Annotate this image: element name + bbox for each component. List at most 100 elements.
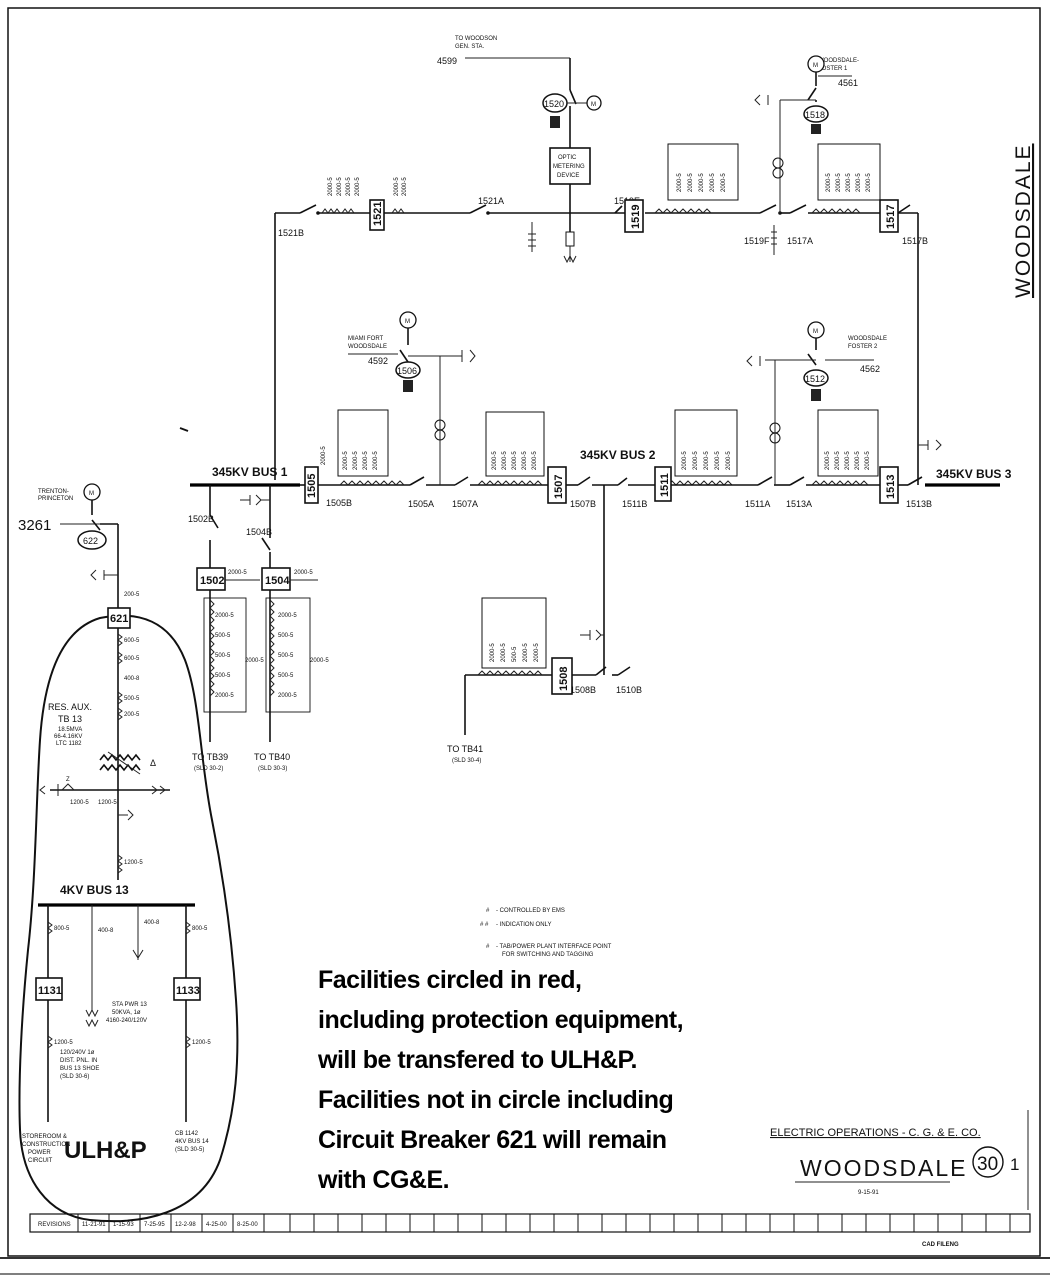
- svg-text:2000-5: 2000-5: [710, 173, 716, 192]
- breaker-1507: 1507: [547, 466, 567, 504]
- svg-text:2000-5: 2000-5: [343, 451, 349, 470]
- svg-text:FOR SWITCHING AND TAGGING: FOR SWITCHING AND TAGGING: [502, 952, 594, 958]
- svg-text:2000-5: 2000-5: [278, 613, 297, 619]
- svg-text:FOSTER 1: FOSTER 1: [818, 66, 848, 72]
- svg-text:(SLD 30-2): (SLD 30-2): [194, 766, 223, 772]
- feeder-sta-pwr: 400-8 STA PWR 13 50KVA, 1ø 4160-240/120V…: [60, 905, 148, 1080]
- svg-text:STOREROOM &: STOREROOM &: [22, 1134, 67, 1140]
- line-4561: WOODSDALE- FOSTER 1 4561 M 1518: [754, 55, 859, 255]
- title-main: WOODSDALE: [800, 1155, 968, 1181]
- svg-text:500-5: 500-5: [124, 696, 140, 702]
- sheet-number: 30: [977, 1154, 998, 1175]
- svg-text:PRINCETON: PRINCETON: [38, 496, 73, 502]
- svg-text:600-5: 600-5: [124, 638, 140, 644]
- svg-text:1200-5: 1200-5: [124, 860, 143, 866]
- svg-text:2000-5: 2000-5: [825, 451, 831, 470]
- svg-text:1505B: 1505B: [326, 498, 352, 508]
- breaker-1513: 1513: [879, 466, 899, 504]
- svg-text:2000-5: 2000-5: [502, 451, 508, 470]
- title-company: ELECTRIC OPERATIONS - C. G. & E. CO.: [770, 1127, 981, 1139]
- switch-1519F: 1519F: [744, 204, 782, 246]
- svg-text:2000-5: 2000-5: [353, 451, 359, 470]
- svg-text:1505A: 1505A: [408, 499, 434, 509]
- svg-text:500-5: 500-5: [215, 653, 231, 659]
- svg-text:2000-5: 2000-5: [522, 451, 528, 470]
- ct-box-1507: 2000-5 2000-5 2000-5 2000-5 2000-5: [485, 411, 545, 477]
- svg-text:2000-5: 2000-5: [845, 451, 851, 470]
- svg-text:500-5: 500-5: [215, 673, 231, 679]
- svg-text:2000-5: 2000-5: [228, 570, 247, 576]
- ulhp-label: ULH&P: [64, 1137, 147, 1164]
- svg-text:2000-5: 2000-5: [866, 173, 872, 192]
- svg-text:1511B: 1511B: [622, 499, 647, 509]
- svg-text:2000-5: 2000-5: [215, 693, 234, 699]
- svg-text:will be transfered to ULH&P.: will be transfered to ULH&P.: [317, 1046, 637, 1074]
- svg-text:2000-5: 2000-5: [512, 451, 518, 470]
- ct-stack-1521: 2000-5 2000-5 2000-5 2000-5 2000-5 2000-…: [328, 177, 408, 196]
- svg-text:2000-5: 2000-5: [532, 451, 538, 470]
- switch-1511B: 1511B: [617, 477, 647, 509]
- svg-text:2000-5: 2000-5: [373, 451, 379, 470]
- svg-text:WOODSDALE: WOODSDALE: [848, 336, 887, 342]
- svg-text:1200-5: 1200-5: [70, 800, 89, 806]
- svg-text:2000-5: 2000-5: [492, 451, 498, 470]
- svg-text:1520: 1520: [544, 99, 564, 109]
- svg-text:1521: 1521: [372, 202, 384, 226]
- svg-text:400-8: 400-8: [144, 920, 160, 926]
- ct-box-1513: 2000-5 2000-5 2000-5 2000-5 2000-5: [817, 409, 879, 477]
- svg-text:2000-5: 2000-5: [699, 173, 705, 192]
- svg-text:1519: 1519: [630, 205, 642, 229]
- svg-text:2000-5: 2000-5: [836, 173, 842, 192]
- svg-text:1506: 1506: [397, 366, 417, 376]
- svg-text:4KV BUS 13: 4KV BUS 13: [60, 883, 129, 897]
- switch-1511A: 1511A: [745, 476, 773, 509]
- svg-text:1513B: 1513B: [906, 499, 932, 509]
- title-block: ELECTRIC OPERATIONS - C. G. & E. CO. WOO…: [770, 1110, 1029, 1210]
- svg-text:STA PWR 13: STA PWR 13: [112, 1002, 148, 1008]
- svg-text:800-5: 800-5: [54, 926, 70, 932]
- svg-text:2000-5: 2000-5: [355, 177, 361, 196]
- svg-text:2000-5: 2000-5: [321, 446, 327, 465]
- svg-text:(SLD 30-4): (SLD 30-4): [452, 758, 481, 764]
- svg-text:1505: 1505: [306, 474, 318, 498]
- cad-filing-label: CAD FILENG: [922, 1242, 959, 1248]
- svg-text:1502: 1502: [200, 575, 224, 587]
- svg-text:1507B: 1507B: [570, 499, 596, 509]
- svg-text:Δ: Δ: [150, 758, 156, 768]
- optic-metering-device: OPTIC METERING DEVICE: [549, 147, 591, 264]
- breaker-1520: 1520: [542, 93, 570, 128]
- ulhp-boundary-circle: [18, 614, 239, 1223]
- revision-date-6: 8-25-00: [237, 1222, 258, 1228]
- svg-text:345KV BUS 2: 345KV BUS 2: [580, 448, 656, 462]
- svg-text:TRENTON-: TRENTON-: [38, 489, 69, 495]
- side-title: WOODSDALE: [1012, 143, 1035, 298]
- svg-text:1133: 1133: [176, 985, 200, 997]
- svg-text:1518: 1518: [805, 110, 825, 120]
- drawing-border: [7, 7, 1041, 1257]
- switch-1505A: 1505A: [408, 476, 434, 509]
- svg-text:LTC 1182: LTC 1182: [56, 741, 82, 747]
- svg-text:622: 622: [83, 536, 98, 546]
- svg-text:400-8: 400-8: [98, 928, 114, 934]
- svg-text:4KV BUS 14: 4KV BUS 14: [175, 1139, 209, 1145]
- svg-text:TO TB39: TO TB39: [192, 752, 228, 762]
- svg-text:1511A: 1511A: [745, 499, 770, 509]
- svg-text:2000-5: 2000-5: [704, 451, 710, 470]
- feeder-1131: 800-5 1131 1200-5: [35, 905, 73, 1122]
- ct-box-1517: 2000-5 2000-5 2000-5 2000-5 2000-5: [817, 143, 881, 201]
- svg-text:200-5: 200-5: [124, 592, 140, 598]
- svg-text:1200-5: 1200-5: [192, 1040, 211, 1046]
- svg-text:1131: 1131: [38, 985, 62, 997]
- svg-text:2000-5: 2000-5: [534, 643, 540, 662]
- svg-text:1517: 1517: [885, 205, 897, 229]
- revision-date-1: 11-21-91: [82, 1222, 106, 1228]
- svg-text:2000-5: 2000-5: [721, 173, 727, 192]
- svg-text:MIAMI FORT: MIAMI FORT: [348, 336, 384, 342]
- svg-text:500-5: 500-5: [278, 633, 294, 639]
- feeder-1133: 800-5 1133 1200-5 CB 1142 4KV BUS 14 (SL…: [173, 905, 211, 1153]
- svg-text:(SLD 30-5): (SLD 30-5): [175, 1147, 204, 1153]
- branch-1508: 1508B 1510B 1508 2000-5 2000-5 500-5 200…: [447, 485, 642, 764]
- switch-1513A: 1513A: [786, 476, 812, 509]
- svg-text:2000-5: 2000-5: [501, 643, 507, 662]
